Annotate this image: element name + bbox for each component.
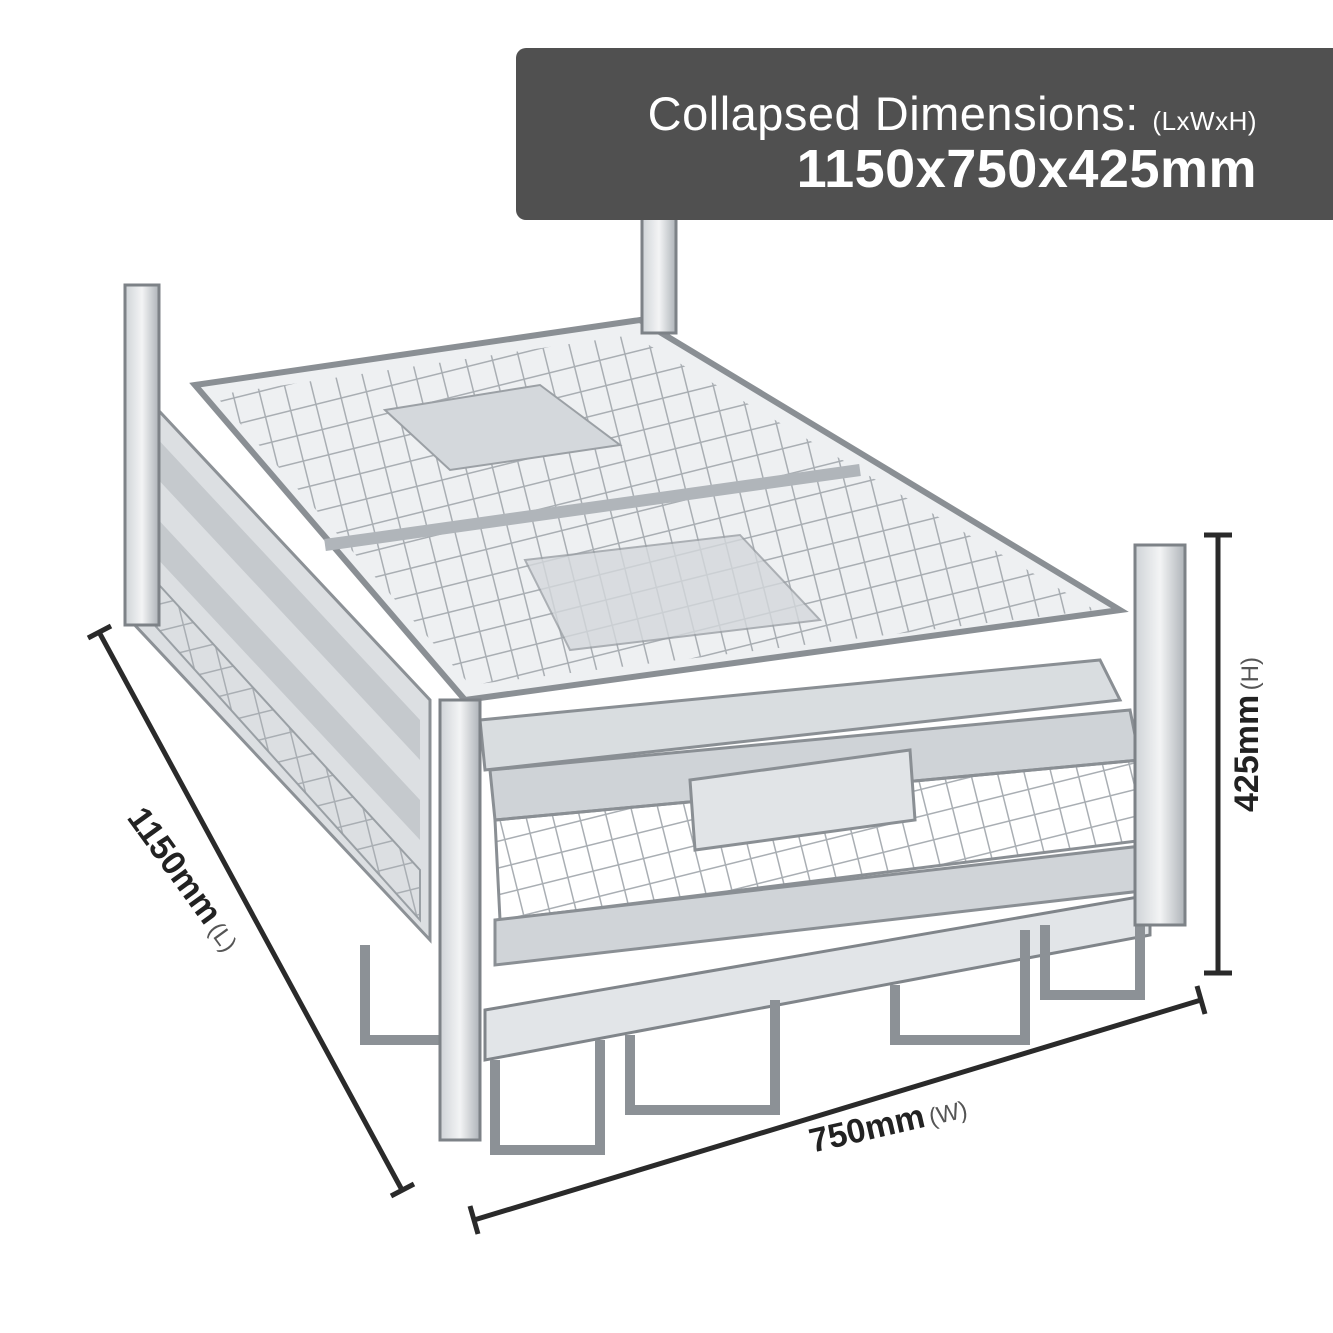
dimensions-banner: Collapsed Dimensions: (LxWxH) 1150x750x4…	[516, 48, 1333, 220]
base-frame	[483, 893, 1152, 1062]
stacked-panels	[478, 658, 1152, 967]
left-side-frame	[128, 376, 432, 944]
banner-title: Collapsed Dimensions: (LxWxH)	[648, 86, 1257, 141]
banner-title-suffix: (LxWxH)	[1152, 106, 1257, 136]
width-unit: (W)	[926, 1096, 970, 1132]
pallet-feet	[360, 900, 1145, 1155]
dimension-lines	[86, 532, 1232, 1235]
height-unit: (H)	[1236, 657, 1264, 691]
length-dimension-line	[96, 630, 405, 1192]
top-mesh-panel	[189, 316, 1129, 704]
height-label: 425mm (H)	[1228, 657, 1267, 812]
banner-title-text: Collapsed Dimensions:	[647, 87, 1139, 140]
width-dimension-line	[473, 997, 1202, 1223]
banner-dimensions: 1150x750x425mm	[796, 139, 1257, 199]
corner-posts	[123, 216, 1187, 1142]
height-value: 425mm	[1227, 694, 1266, 812]
